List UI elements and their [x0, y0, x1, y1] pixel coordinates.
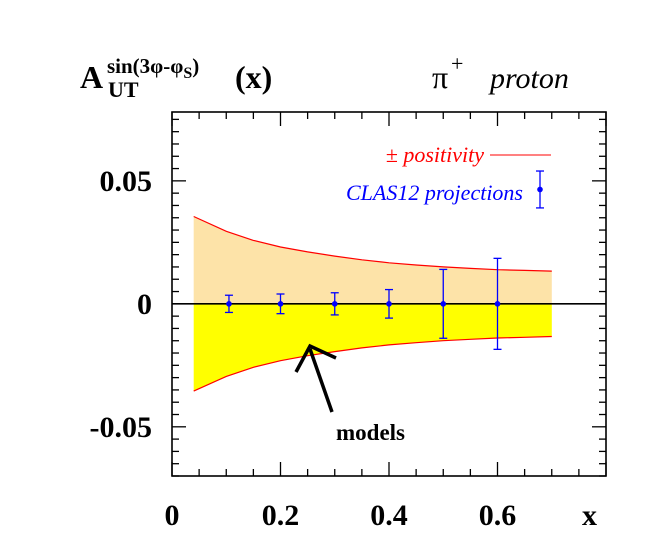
x-axis-label: x: [582, 499, 597, 532]
positivity-band-upper: [193, 216, 552, 304]
y-tick-label: 0.05: [100, 165, 153, 198]
y-tick-label: -0.05: [90, 411, 153, 444]
data-point: [330, 292, 339, 316]
data-point: [224, 294, 233, 314]
data-point: [493, 257, 502, 350]
legend: ± positivity CLAS12 projections: [346, 142, 551, 209]
data-point-marker: [226, 301, 232, 307]
positivity-curve-lower: [193, 335, 552, 392]
y-axis-label-argument: (x): [235, 59, 272, 95]
reaction-charge: +: [451, 51, 463, 76]
data-point-marker: [277, 301, 284, 307]
x-tick-label: 0.4: [370, 499, 408, 532]
y-axis-label-sup-text: sin(3φ-φ: [107, 54, 183, 78]
legend-marker-clas12: [536, 170, 544, 209]
legend-label-positivity: ± positivity: [386, 142, 484, 167]
positivity-band-lower: [193, 303, 552, 392]
data-point-marker: [386, 301, 392, 307]
data-point: [276, 293, 285, 315]
y-axis-label-main: A: [80, 59, 103, 95]
positivity-curve-upper: [193, 215, 552, 272]
data-point-marker: [494, 301, 501, 307]
legend-point: [537, 186, 543, 193]
reaction-target: proton: [488, 62, 569, 95]
reaction-particle: π: [432, 59, 448, 95]
models-annotation-text: models: [336, 420, 405, 445]
legend-label-clas12: CLAS12 projections: [346, 180, 523, 205]
y-axis-label-sup-close: ): [192, 54, 199, 78]
models-annotation: models: [294, 343, 405, 445]
y-axis-label-sup-sub: S: [183, 65, 192, 82]
x-tick-label: 0.2: [262, 499, 300, 532]
data-point-marker: [440, 301, 447, 307]
x-tick-label: 0: [165, 499, 180, 532]
models-arrow-line: [308, 348, 334, 413]
x-tick-label: 0.6: [479, 499, 517, 532]
y-tick-label: 0: [137, 288, 152, 321]
plot-area: 0 0.2 0.4 0.6 0.05 0 -0.05: [90, 111, 607, 532]
data-point: [385, 288, 393, 319]
y-axis-label-superscript: sin(3φ-φS): [107, 54, 199, 82]
data-point-marker: [331, 301, 338, 307]
y-axis-label-subscript: UT: [108, 77, 139, 102]
models-arrow-head: [294, 343, 337, 373]
data-point: [439, 268, 448, 339]
